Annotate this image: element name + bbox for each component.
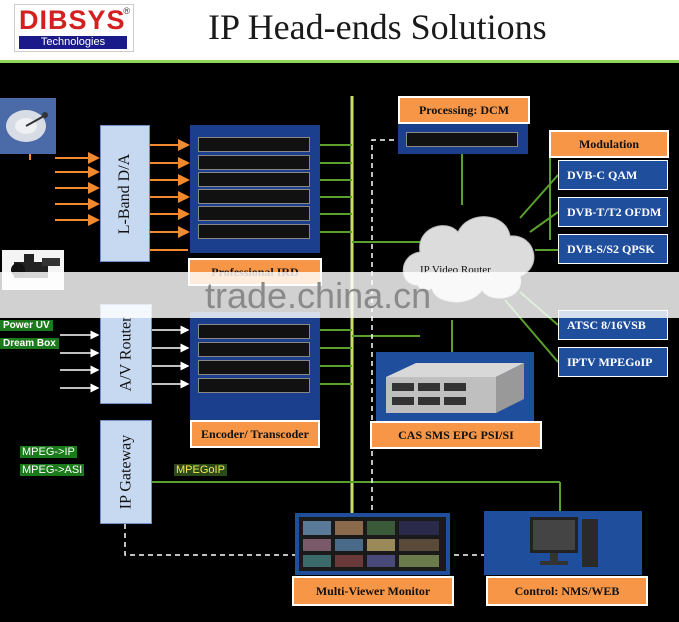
watermark-band: [0, 272, 679, 318]
source-power-uv: Power UV: [0, 320, 53, 331]
satellite-feed-arrows: [29, 148, 100, 226]
ird-unit: [198, 137, 310, 152]
ird-unit: [198, 172, 310, 187]
processing-dcm-label: Processing: DCM: [398, 96, 530, 124]
encoder-transcoder-label: Encoder/ Transcoder: [190, 420, 320, 448]
rack-to-backbone-links: [150, 144, 561, 512]
dcm-unit: [406, 132, 518, 147]
source-to-router-arrows: [60, 330, 100, 393]
computer-photo: [530, 517, 598, 567]
av-router-block: A/V Router: [100, 304, 152, 404]
dcm-unit-frame: [398, 124, 528, 154]
ird-unit: [198, 206, 310, 221]
multiviewer-label: Multi-Viewer Monitor: [292, 576, 454, 606]
modulation-label: Modulation: [549, 130, 669, 158]
logo-registered-mark: ®: [123, 6, 130, 16]
header-bar: DIBSYS ® Technologies IP Head-ends Solut…: [0, 0, 679, 63]
logo-sub-text: Technologies: [19, 36, 127, 49]
lband-to-ird-arrows: [150, 139, 190, 251]
control-nms-label: Control: NMS/WEB: [486, 576, 648, 606]
ird-unit: [198, 189, 310, 204]
control-frame: [484, 511, 642, 575]
lband-da-block: L-Band D/A: [100, 125, 150, 262]
modulation-dvbc: DVB-C QAM: [558, 160, 668, 190]
encoder-rack: [190, 312, 320, 420]
lband-da-label: L-Band D/A: [116, 153, 133, 234]
cas-sms-epg-label: CAS SMS EPG PSI/SI: [370, 421, 542, 449]
logo-main-text: DIBSYS: [19, 5, 126, 35]
page-title: IP Head-ends Solutions: [208, 7, 547, 47]
modulation-dvbt: DVB-T/T2 OFDM: [558, 197, 668, 227]
encoder-unit: [198, 360, 310, 375]
encoder-unit: [198, 324, 310, 339]
company-logo: DIBSYS ® Technologies: [14, 4, 134, 52]
multiviewer-screen: [299, 517, 446, 571]
multiviewer-frame: [295, 513, 450, 575]
encoder-unit: [198, 378, 310, 393]
mpeg-to-asi-label: MPEG->ASI: [20, 464, 85, 476]
server-photo: [386, 363, 524, 413]
ird-unit: [198, 155, 310, 170]
source-dream-box: Dream Box: [0, 338, 59, 349]
encoder-unit: [198, 342, 310, 357]
ird-unit: [198, 224, 310, 239]
modulation-iptv: IPTV MPEGoIP: [558, 347, 668, 377]
router-to-encoder-arrows: [152, 325, 190, 389]
ird-rack: [190, 125, 320, 253]
watermark-text: trade.china.cn: [205, 275, 432, 316]
cas-server-frame: [376, 352, 534, 422]
mpegoip-label: MPEGoIP: [174, 464, 227, 476]
av-router-label: A/V Router: [117, 316, 134, 392]
ip-gateway-label: IP Gateway: [117, 434, 134, 510]
mpeg-to-ip-label: MPEG->IP: [20, 446, 77, 458]
ip-gateway-block: IP Gateway: [100, 420, 152, 524]
modulation-dvbs: DVB-S/S2 QPSK: [558, 234, 668, 264]
satellite-dish-photo: [0, 98, 56, 154]
